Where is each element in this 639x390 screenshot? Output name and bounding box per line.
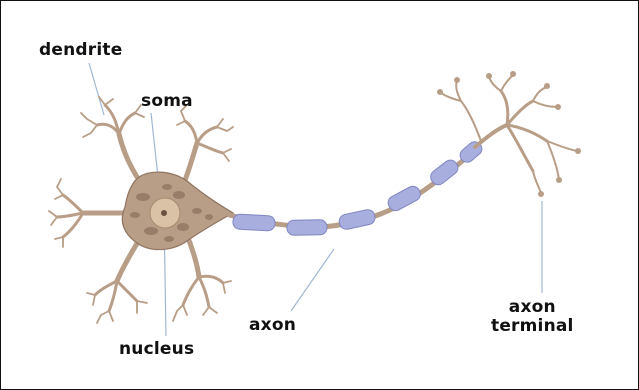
axon-terminal-label-line2: terminal	[491, 317, 574, 336]
axon-terminal-label-line1: axon	[491, 298, 574, 317]
terminal-buttons	[437, 71, 581, 197]
dendrite-leader-line	[89, 63, 104, 115]
dendrite-label: dendrite	[39, 41, 122, 60]
axon-leader-line	[291, 249, 334, 311]
myelin-sheaths	[233, 139, 485, 235]
nucleolus	[161, 210, 167, 216]
axon-label: axon	[249, 316, 296, 335]
nucleus-label: nucleus	[119, 340, 194, 359]
axon-terminal-branches	[441, 75, 577, 193]
soma-label: soma	[141, 92, 193, 111]
axon-terminal-label: axon terminal	[491, 298, 574, 336]
